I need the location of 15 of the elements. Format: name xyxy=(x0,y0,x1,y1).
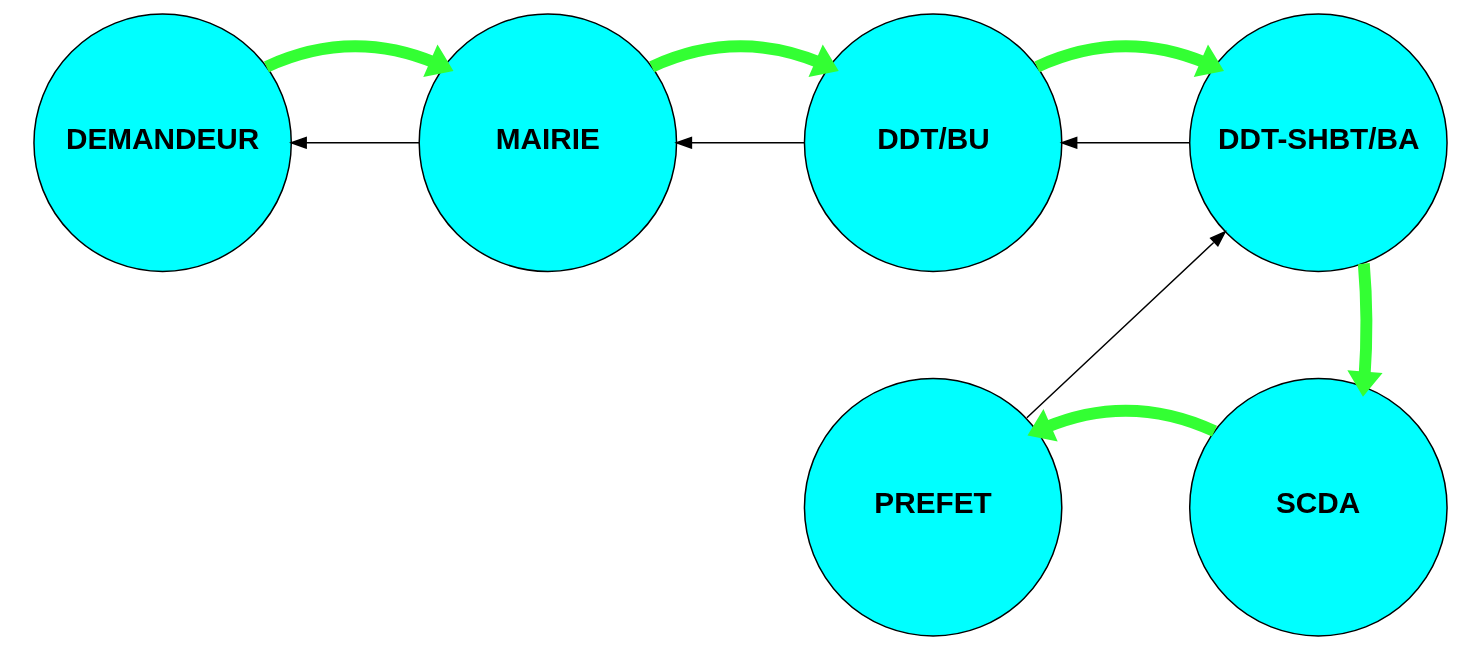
arrow xyxy=(288,136,420,150)
node-circle: DEMANDEUR xyxy=(32,13,292,273)
arrow xyxy=(1025,230,1227,419)
node-circle: MAIRIE xyxy=(417,13,677,273)
arrow xyxy=(1026,404,1217,442)
node-circle: PREFET xyxy=(803,377,1063,637)
node-circle: DDT/BU xyxy=(803,13,1063,273)
arrow xyxy=(673,136,805,150)
arrow xyxy=(1346,263,1383,397)
node-circle: DDT-SHBT/BA xyxy=(1188,13,1448,273)
node-circle: SCDA xyxy=(1188,377,1448,637)
arrow xyxy=(648,40,839,77)
arrow xyxy=(1034,40,1224,77)
arrow xyxy=(1059,136,1190,150)
arrow xyxy=(263,40,453,77)
